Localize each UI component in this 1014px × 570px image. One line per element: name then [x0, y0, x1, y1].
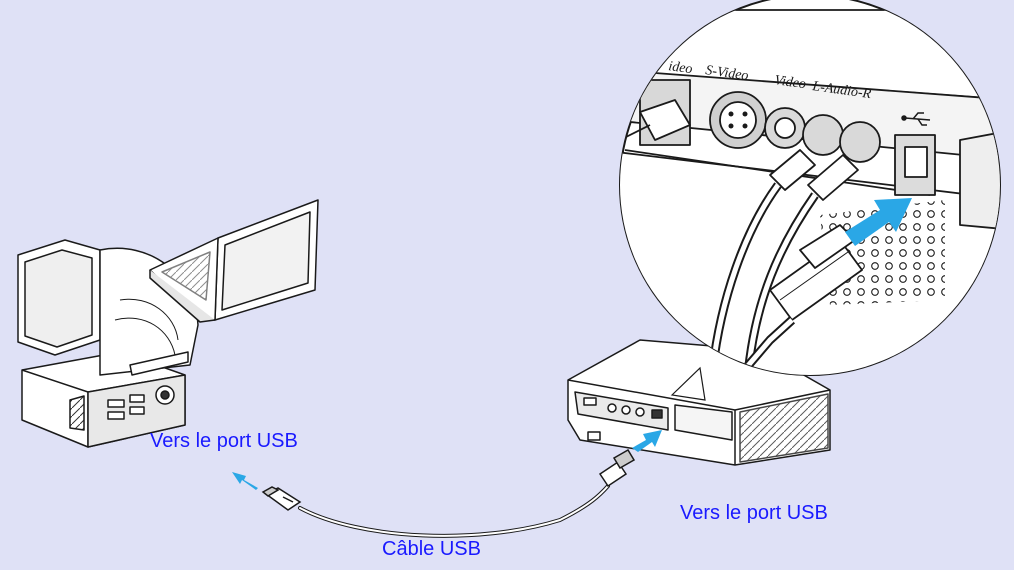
arrow-left-icon	[232, 472, 258, 490]
usb-icon	[901, 112, 931, 126]
panel-label-svideo: S-Video	[704, 63, 749, 84]
panel-label-video: Video	[773, 73, 806, 92]
projector-port-label: Vers le port USB	[680, 502, 828, 524]
usb-b-connector	[598, 448, 636, 488]
arrow-up-right-icon	[845, 198, 912, 246]
usb-cable	[298, 484, 610, 538]
laptop-computer	[149, 199, 319, 323]
cable-label: Câble USB	[382, 538, 481, 560]
computer-port-label: Vers le port USB	[150, 430, 298, 452]
projector	[567, 339, 831, 466]
usb-a-connector	[261, 486, 302, 511]
arrow-to-projector-port-icon	[632, 430, 662, 452]
zoomed-port-panel: ideo S-Video Video L-Audio-R	[619, 0, 1001, 376]
zoom-connector-wedge	[670, 366, 706, 401]
panel-label-video-partial: ideo	[667, 59, 693, 77]
